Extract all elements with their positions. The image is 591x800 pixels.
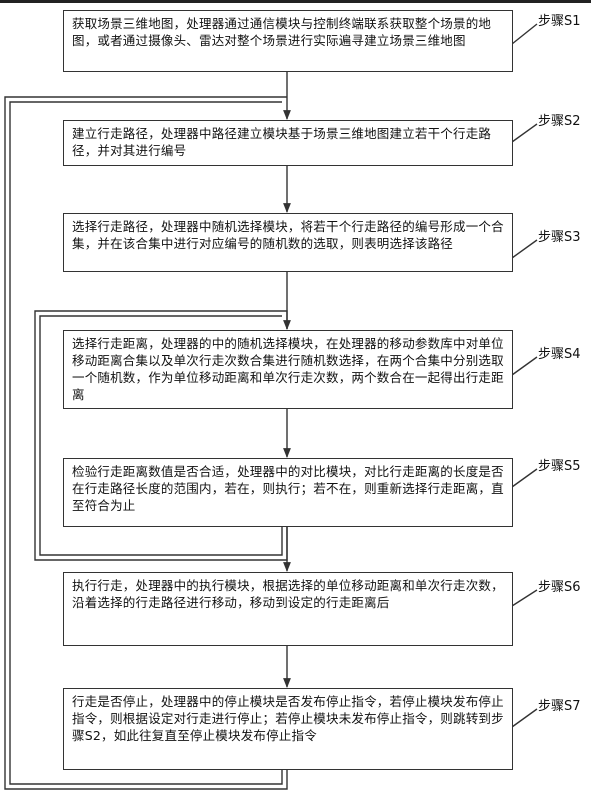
step-label-s7: 步骤S7 <box>538 699 581 714</box>
leader-s6 <box>511 589 538 607</box>
leader-s4 <box>511 356 538 376</box>
leader-s1 <box>511 23 538 45</box>
leader-s2 <box>511 123 538 143</box>
leader-s3 <box>511 239 538 259</box>
step-label-s5: 步骤S5 <box>538 459 581 474</box>
step-label-s6: 步骤S6 <box>538 580 581 595</box>
step-s4-box: 选择行走距离，处理器的中的随机选择模块，在处理器的移动参数库中对单位移动距离合集… <box>63 330 513 409</box>
step-label-s3: 步骤S3 <box>538 230 581 245</box>
step-s7-box: 行走是否停止，处理器中的停止模块是否发布停止指令，若停止模块发布停止指令，则根据… <box>63 688 513 770</box>
step-label-s1: 步骤S1 <box>538 14 581 29</box>
leader-s5 <box>511 468 538 488</box>
step-s2-box: 建立行走路径，处理器中路径建立模块基于场景三维地图建立若干个行走路径，并对其进行… <box>63 120 513 166</box>
step-s3-box: 选择行走路径，处理器中随机选择模块，将若干个行走路径的编号形成一个合集，并在该合… <box>63 213 513 272</box>
leader-s7 <box>511 708 538 728</box>
step-label-s2: 步骤S2 <box>538 114 581 129</box>
step-s1-box: 获取场景三维地图，处理器通过通信模块与控制终端联系获取整个场景的地图，或者通过摄… <box>63 10 513 72</box>
loop-s5-to-s4-outer <box>34 310 288 561</box>
loop-s5-to-s4-inner <box>39 315 283 556</box>
loop-s7-to-s2-outer <box>4 96 288 790</box>
loop-s7-to-s2-inner <box>9 101 283 785</box>
top-rule <box>0 0 591 3</box>
step-s6-box: 执行行走，处理器中的执行模块，根据选择的单位移动距离和单次行走次数，沿着选择的行… <box>63 572 513 646</box>
step-label-s4: 步骤S4 <box>538 347 581 362</box>
step-s5-box: 检验行走距离数值是否合适，处理器中的对比模块，对比行走距离的长度是否在行走路径长… <box>63 458 513 527</box>
